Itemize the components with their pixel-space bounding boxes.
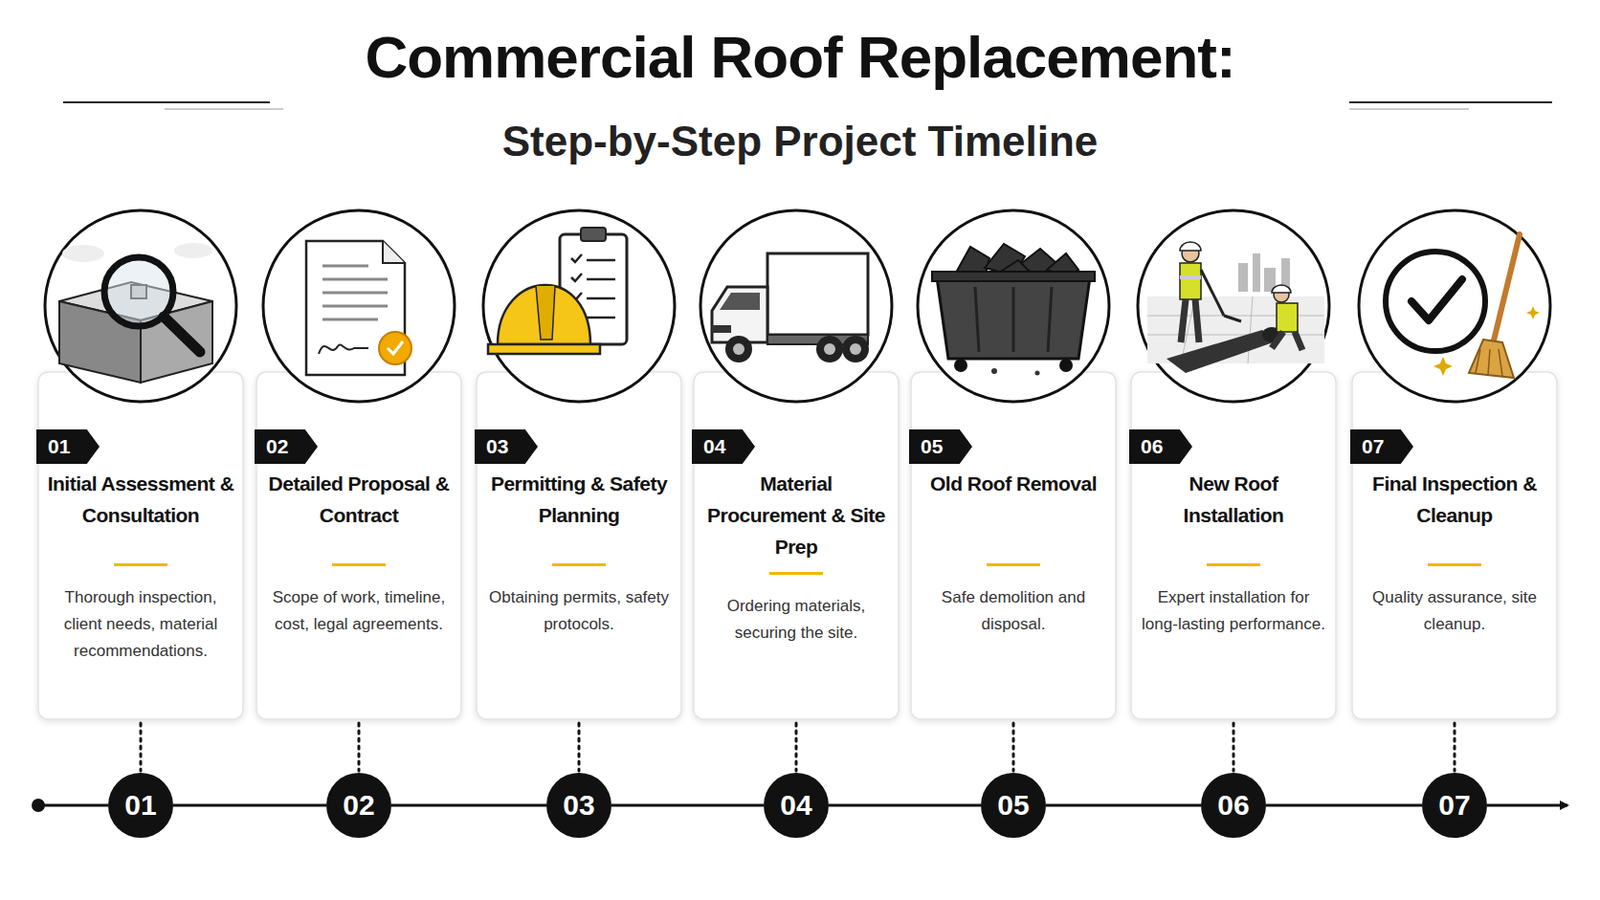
step-card: Old Roof RemovalSafe demolition and disp…: [911, 372, 1116, 720]
badge-number: 03: [486, 435, 509, 458]
step-card: Detailed Proposal & ContractScope of wor…: [256, 372, 462, 720]
timeline-connector: [577, 723, 581, 772]
step-heading: Initial Assessment & Consultation: [44, 467, 238, 532]
step-badge: 07: [1350, 429, 1414, 465]
timeline-circle: 01: [108, 773, 174, 839]
step-badge: 06: [1129, 429, 1193, 465]
badge-number: 01: [47, 435, 70, 458]
timeline-number: 07: [1438, 789, 1470, 823]
timeline-end-arrow: [1487, 804, 1568, 808]
step-description: Obtaining permits, safety protocols.: [484, 584, 674, 639]
card-background: [38, 372, 244, 720]
badge-number: 02: [266, 435, 289, 458]
card-background: [1131, 372, 1336, 720]
step-badge: 04: [691, 429, 756, 465]
timeline-number: 01: [124, 789, 156, 823]
timeline-circle: 04: [763, 773, 829, 839]
timeline-connector: [139, 723, 143, 772]
timeline-connector: [1266, 804, 1423, 808]
card-background: [911, 372, 1116, 720]
badge-number: 04: [703, 435, 726, 458]
step-card: Initial Assessment & ConsultationThoroug…: [38, 372, 244, 720]
timeline-connector: [1453, 723, 1457, 772]
accent-bar: [552, 563, 606, 567]
step-description: Ordering materials, securing the site.: [701, 593, 891, 647]
timeline-connector: [828, 804, 981, 808]
timeline-circle: 02: [326, 773, 392, 839]
step-description: Thorough inspection, client needs, mater…: [45, 584, 236, 666]
accent-bar: [986, 563, 1041, 567]
step-description: Quality assurance, site cleanup.: [1359, 584, 1550, 639]
step-card: Final Inspection & CleanupQuality assura…: [1352, 372, 1557, 720]
timeline-number: 02: [342, 789, 375, 823]
step-heading: Material Procurement & Site Prep: [699, 467, 893, 563]
timeline-start-line: [38, 804, 109, 808]
timeline-number: 05: [997, 789, 1029, 823]
timeline-connector: [795, 723, 799, 772]
accent-bar: [769, 572, 823, 576]
step-card: Permitting & Safety PlanningObtaining pe…: [476, 372, 682, 720]
timeline-number: 03: [562, 789, 595, 823]
accent-bar: [1206, 563, 1261, 567]
step-card: New Roof InstallationExpert installation…: [1131, 372, 1336, 720]
timeline-connector: [1012, 723, 1016, 772]
accent-bar: [332, 563, 386, 567]
timeline-connector: [1232, 723, 1236, 772]
step-heading: Old Roof Removal: [916, 467, 1111, 500]
badge-number: 07: [1361, 435, 1384, 458]
badge-number: 05: [920, 435, 943, 458]
step-badge: 02: [254, 429, 318, 465]
card-background: [693, 372, 899, 720]
accent-bar: [113, 563, 168, 567]
timeline-number: 04: [779, 789, 812, 823]
timeline-circle: 03: [546, 773, 612, 839]
diagram-title: Commercial Roof Replacement:: [0, 21, 1600, 94]
timeline-circle: 06: [1200, 773, 1267, 839]
card-background: [1352, 372, 1557, 720]
step-heading: Final Inspection & Cleanup: [1357, 467, 1552, 532]
step-description: Safe demolition and disposal.: [918, 584, 1109, 639]
step-badge: 05: [909, 429, 973, 465]
badge-number: 06: [1140, 435, 1163, 458]
step-heading: Detailed Proposal & Contract: [262, 467, 456, 532]
step-badge: 03: [474, 429, 538, 465]
step-description: Expert installation for long-lasting per…: [1138, 584, 1329, 639]
subtitle: Step-by-Step Project Timeline: [0, 114, 1600, 169]
timeline-number: 06: [1217, 789, 1249, 823]
step-card: Material Procurement & Site PrepOrdering…: [693, 372, 899, 720]
timeline-start-dot: [31, 799, 45, 813]
card-background: [256, 372, 462, 720]
step-badge: 01: [36, 429, 100, 465]
timeline-connector: [611, 804, 764, 808]
card-background: [476, 372, 682, 720]
step-heading: Permitting & Safety Planning: [482, 467, 676, 532]
timeline-connector: [1045, 804, 1201, 808]
step-heading: New Roof Installation: [1136, 467, 1331, 532]
timeline-connector: [391, 804, 547, 808]
timeline-circle: 05: [980, 773, 1046, 839]
step-description: Scope of work, timeline, cost, legal agr…: [264, 584, 454, 639]
timeline-connector: [173, 804, 327, 808]
accent-bar: [1427, 563, 1482, 567]
timeline-circle: 07: [1422, 773, 1488, 839]
timeline-connector: [357, 723, 361, 772]
